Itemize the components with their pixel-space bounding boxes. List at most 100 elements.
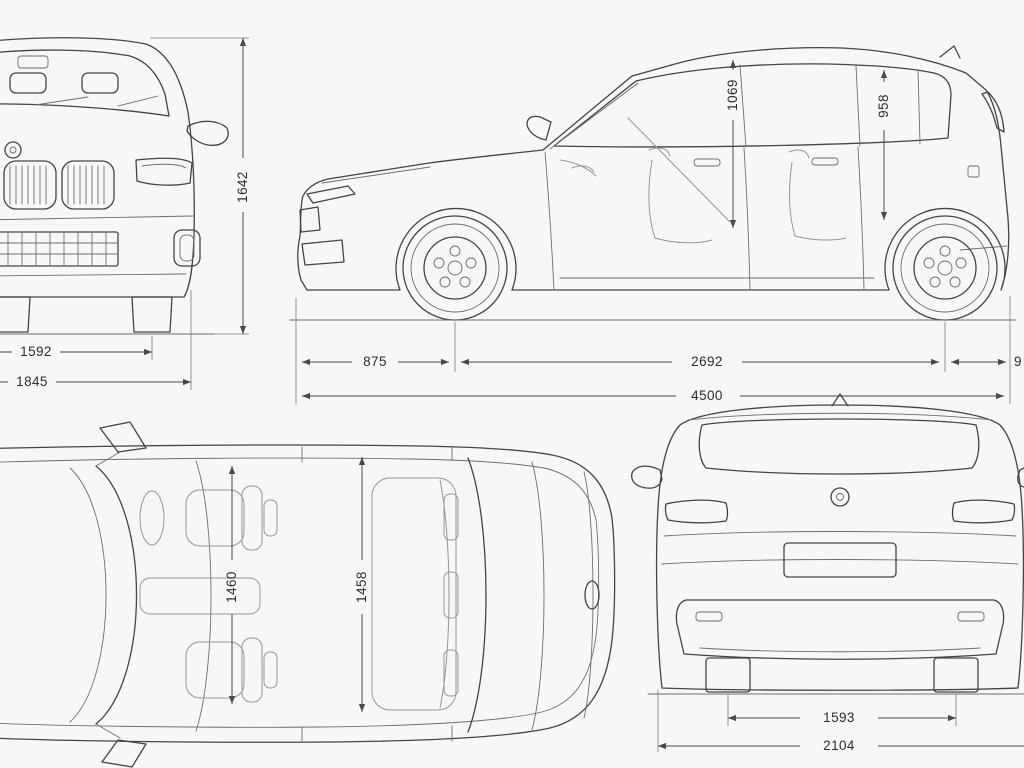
windshield [0, 49, 170, 117]
shark-fin-antenna [939, 45, 961, 59]
d-pillar [917, 69, 921, 145]
top-view-drawing [0, 421, 616, 768]
belt-line-top [0, 457, 600, 728]
front-grille [299, 206, 321, 233]
dim-rear-overhang-label: 9 [1014, 354, 1022, 369]
door-handle-rear [811, 157, 839, 166]
bmw-roundel-rear [830, 487, 850, 507]
body-outline [0, 37, 195, 298]
mirror-right-rear [1017, 467, 1024, 488]
a-pillar-inner [549, 82, 639, 150]
wiper-left [34, 96, 89, 106]
front-intake [301, 239, 345, 266]
rear-window-front-arc [467, 457, 487, 733]
c-pillar [855, 65, 861, 147]
bmw-roundel-rear-inner [836, 493, 844, 501]
headlight [306, 185, 356, 204]
rear-view-drawing [631, 393, 1024, 695]
kidney-grille-right [61, 160, 115, 210]
rear-tire [892, 215, 998, 321]
headrest-right [81, 72, 119, 94]
dim-rear-headroom-label: 958 [876, 94, 891, 118]
front-rim-spokes [433, 245, 477, 288]
lower-intake [0, 231, 119, 267]
headlight-inner [141, 163, 187, 169]
license-plate-recess [783, 542, 897, 578]
body-outline-top [0, 444, 616, 743]
cowl-arc [69, 467, 107, 723]
dim-rear-interior-width-label: 1458 [354, 571, 369, 603]
front-hub [447, 260, 463, 276]
body-outline [297, 47, 1010, 291]
windshield-arc [95, 465, 138, 725]
interior-seats [559, 117, 847, 244]
dim-front-overhang-label: 875 [363, 354, 387, 369]
side-mirror [526, 115, 552, 141]
reflector-right [957, 611, 985, 622]
front-seats-top [139, 485, 278, 703]
side-mirror [186, 120, 229, 146]
antenna-fin [831, 393, 849, 407]
mirror-top [99, 421, 147, 453]
bmw-roundel-inner [9, 146, 17, 154]
mirror-bottom [101, 739, 147, 768]
dim-overall-length-label: 4500 [691, 388, 723, 403]
taillight-left [664, 499, 729, 524]
rear-tire-inner [900, 223, 990, 313]
wheel-left [0, 296, 31, 333]
dim-overall-width-label: 1845 [16, 374, 48, 389]
lower-intake-grid [0, 231, 119, 267]
bumper-top-line [0, 215, 194, 221]
kidney-grille-left [3, 160, 57, 210]
side-view-dimensions: 1069 958 875 2692 9 4500 [295, 59, 1022, 404]
grille-slats [9, 165, 105, 205]
headlight [135, 157, 193, 186]
b-pillar [739, 64, 747, 148]
fuel-door [967, 165, 980, 178]
taillight [981, 91, 1005, 133]
front-rim [423, 236, 487, 300]
tailgate-crease-lower [661, 559, 1019, 565]
body-outline-rear [655, 404, 1024, 691]
tailgate-arc [583, 471, 594, 719]
mirror-left-rear [631, 465, 663, 489]
dim-wheelbase-label: 2692 [691, 354, 723, 369]
wiper-right [117, 95, 159, 107]
dim-track-width-label: 1592 [20, 344, 52, 359]
rear-view-dimensions: 1593 2104 [657, 690, 1024, 753]
taillight-right [951, 499, 1016, 524]
reflector-left [695, 611, 723, 622]
diffuser-line [699, 647, 981, 653]
front-view-dimensions: 1642 1592 1845 [0, 37, 250, 390]
greenhouse [553, 63, 952, 148]
bumper-bottom-line [0, 273, 187, 277]
lower-bumper [675, 599, 1005, 660]
rear-window [698, 418, 980, 475]
top-view-dimensions: 1460 1458 [224, 457, 369, 712]
bmw-roundel [4, 141, 22, 159]
dim-rear-track-label: 1593 [823, 710, 855, 725]
front-tire [402, 215, 508, 321]
dim-overall-width-mirrors-label: 2104 [823, 738, 855, 753]
spoiler-line [687, 412, 993, 421]
tailgate-crease-upper [663, 531, 1017, 537]
rear-window-rear-arc [531, 461, 545, 731]
side-intake [173, 229, 201, 267]
door-seams-top [301, 445, 453, 743]
rear-bumper-line [959, 245, 1008, 251]
door-handle-front [693, 158, 721, 167]
rear-rim [913, 236, 977, 300]
side-view-drawing [289, 45, 1017, 321]
dim-front-headroom-label: 1069 [725, 79, 740, 111]
hood-crease [321, 166, 431, 184]
rearview-mirror [17, 55, 49, 69]
front-door-seam [544, 151, 555, 291]
side-intake-inner [179, 234, 195, 262]
dim-overall-height-label: 1642 [235, 171, 250, 203]
rear-door-seam [857, 146, 865, 291]
rear-rim-spokes [923, 245, 967, 288]
wheel-right-rear [933, 657, 979, 693]
shark-fin-top [584, 580, 600, 610]
wheel-right [131, 296, 173, 333]
